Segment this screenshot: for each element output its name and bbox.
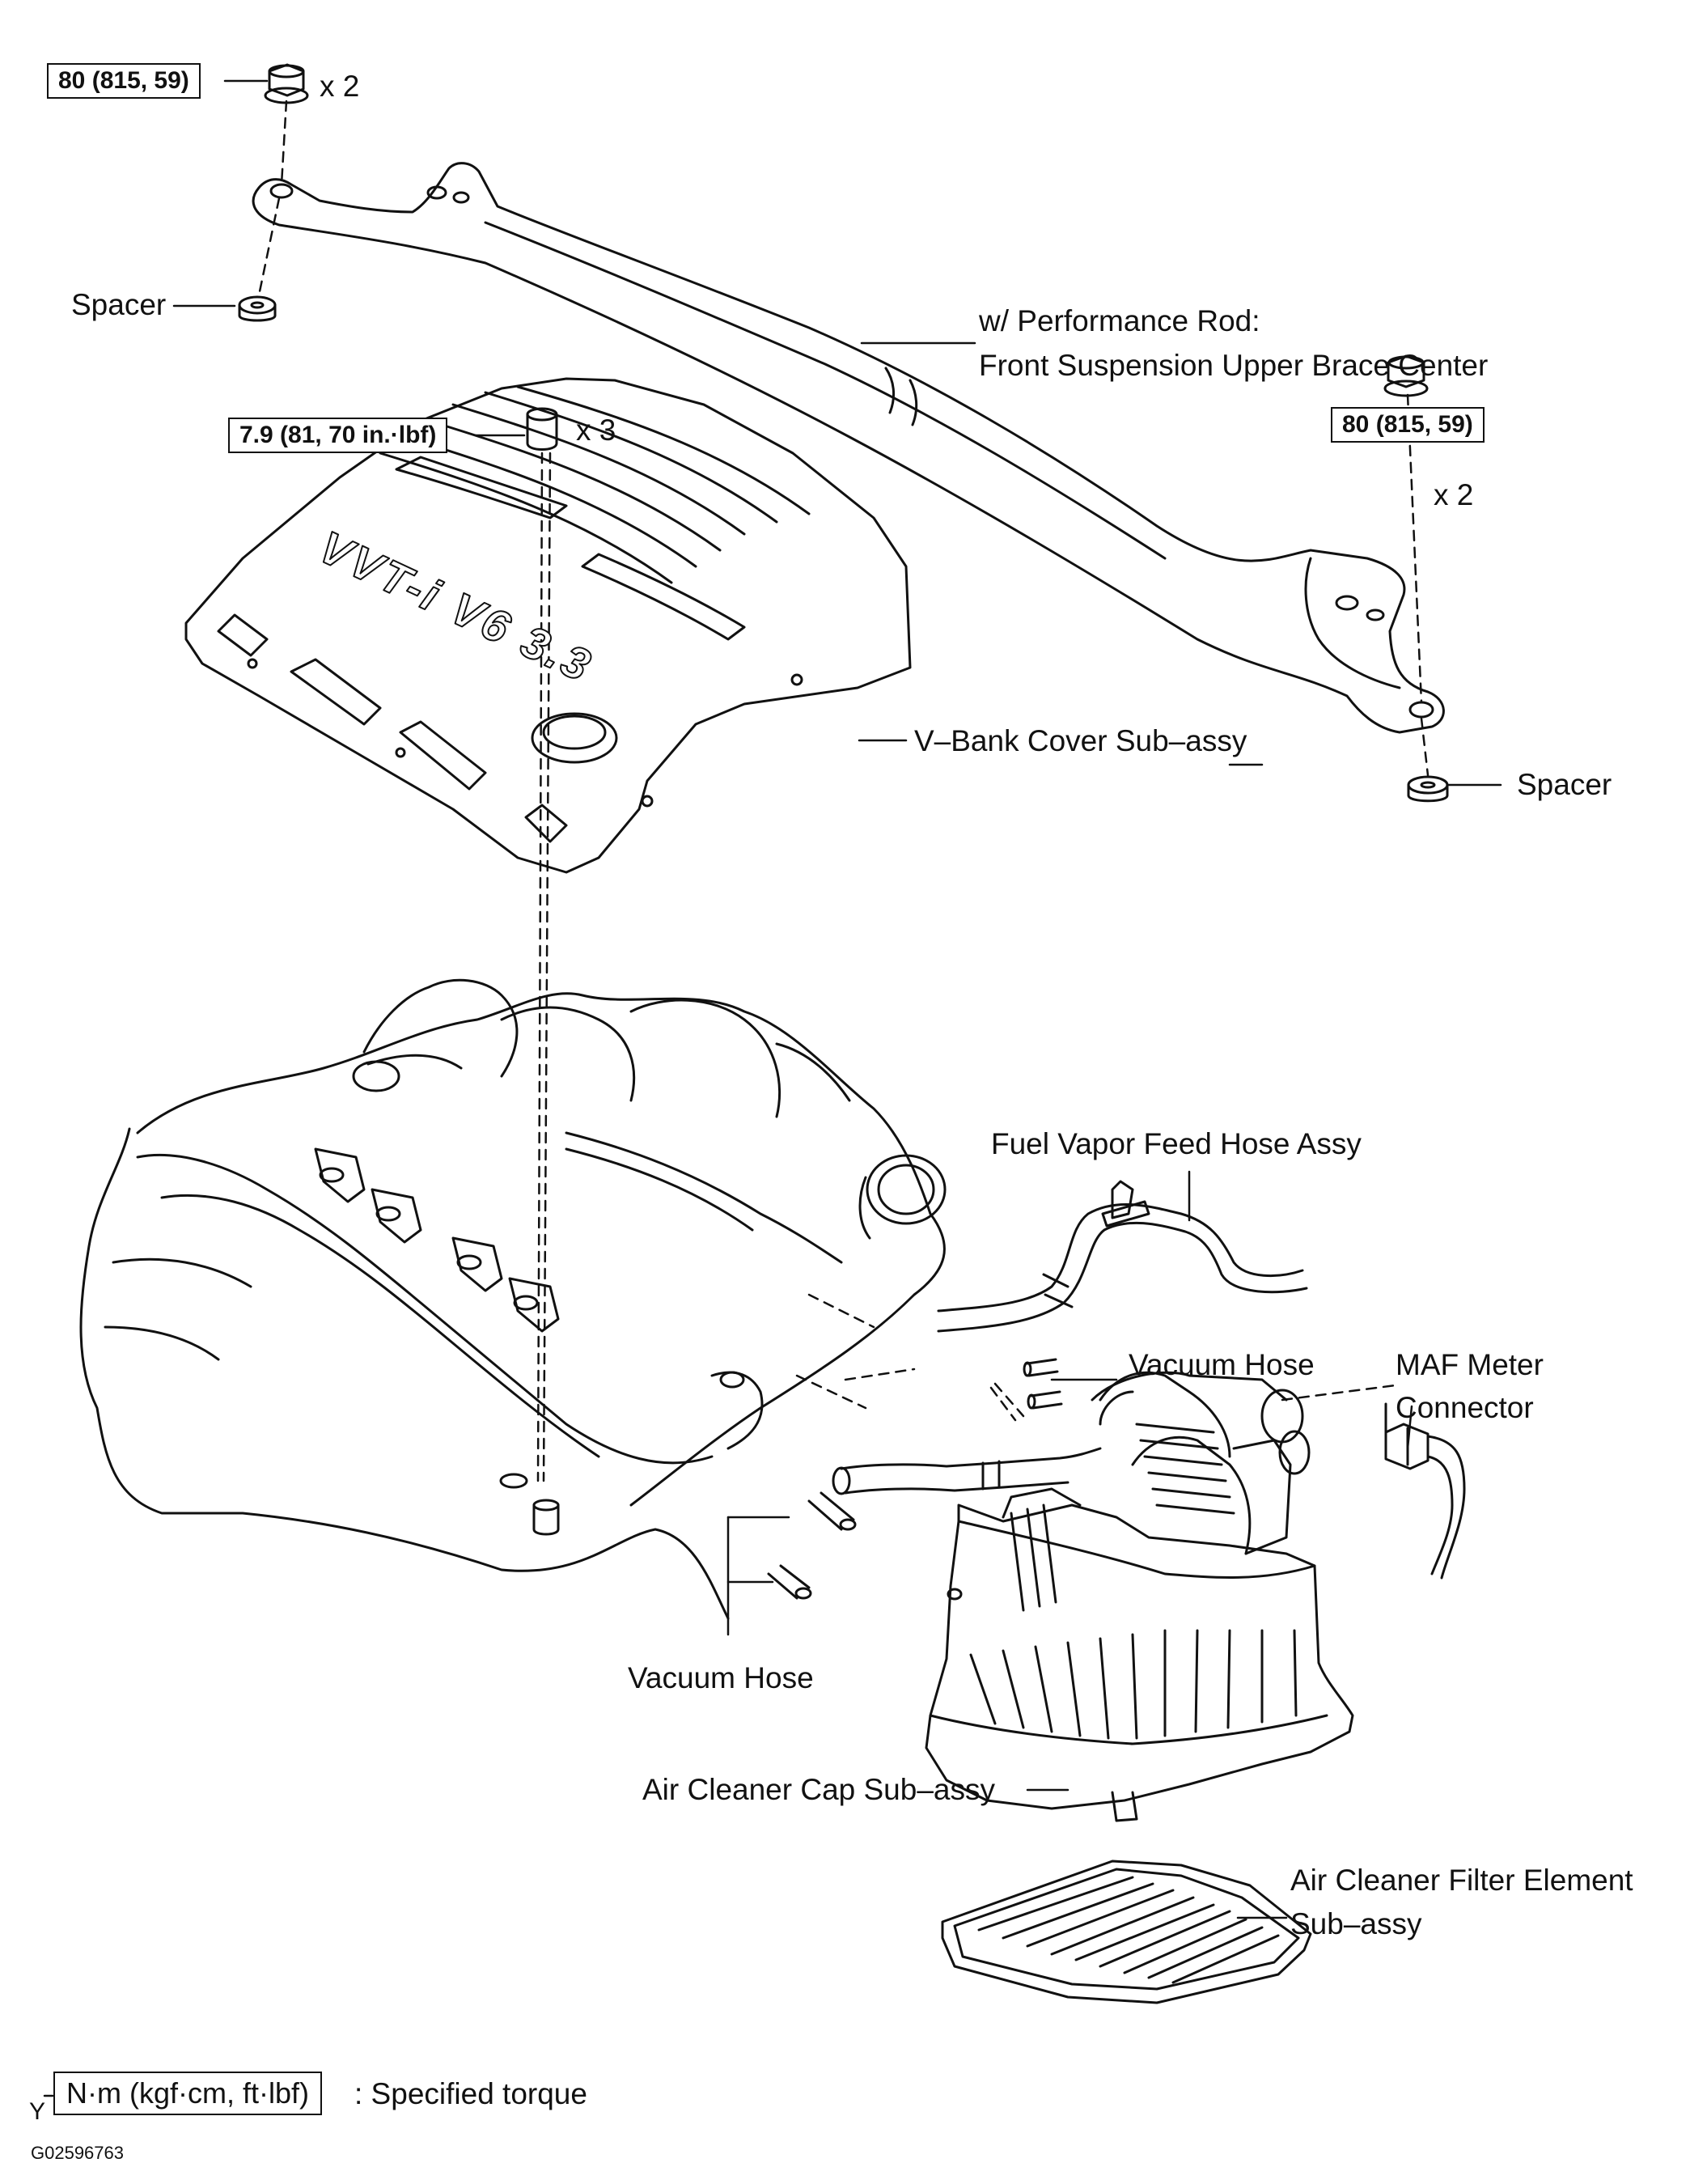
- label-vacuum-hose-upper: Vacuum Hose: [1129, 1348, 1315, 1381]
- spacer-left-icon: [238, 295, 277, 322]
- torque-box-brace-left: 80 (815, 59): [47, 63, 201, 99]
- vacuum-hose-upper-stubs: [1023, 1358, 1063, 1410]
- alignment-lines: [257, 100, 1430, 1482]
- label-filter-line2: Sub–assy: [1290, 1907, 1422, 1940]
- maf-connector-icon: [1384, 1402, 1466, 1580]
- label-brace-line1: w/ Performance Rod:: [979, 304, 1260, 337]
- label-spacer-right: Spacer: [1517, 768, 1612, 801]
- quantity-cover: x 3: [576, 413, 616, 447]
- v-bank-cover: [184, 377, 912, 874]
- label-maf-line2: Connector: [1396, 1391, 1534, 1424]
- label-fuel-vapor-hose: Fuel Vapor Feed Hose Assy: [991, 1127, 1362, 1160]
- label-filter-line1: Air Cleaner Filter Element: [1290, 1864, 1633, 1897]
- legend-unit-box: N·m (kgf·cm, ft·lbf): [53, 2072, 322, 2115]
- torque-box-cover: 7.9 (81, 70 in.·lbf): [228, 418, 448, 453]
- figure-code: G02596763: [31, 2143, 124, 2163]
- quantity-brace-left: x 2: [320, 70, 360, 103]
- legend-marker: Y: [29, 2098, 46, 2125]
- fuel-vapor-hose: [937, 1180, 1308, 1333]
- label-vacuum-hose-lower: Vacuum Hose: [628, 1661, 814, 1694]
- vacuum-hose-lower-stubs: [767, 1491, 857, 1600]
- label-spacer-left: Spacer: [71, 288, 167, 321]
- quantity-brace-right: x 2: [1434, 478, 1474, 511]
- brace-nut-right-icon: [1383, 354, 1429, 397]
- engine-assembly: [79, 978, 947, 1620]
- air-cleaner-cap: [925, 1487, 1354, 1822]
- air-filter-element: [941, 1860, 1312, 2004]
- label-air-cleaner-cap: Air Cleaner Cap Sub–assy: [642, 1773, 995, 1806]
- legend-text: : Specified torque: [354, 2077, 587, 2110]
- spacer-right-icon: [1407, 775, 1449, 803]
- torque-box-brace-right: 80 (815, 59): [1331, 407, 1485, 443]
- cover-emblem-text: VVT-i V6 3.3: [311, 521, 601, 693]
- label-v-bank-cover: V–Bank Cover Sub–assy: [914, 724, 1247, 757]
- intake-hose: [832, 1371, 1311, 1555]
- label-brace-line2: Front Suspension Upper Brace Center: [979, 349, 1489, 382]
- brace-nut-left-icon: [264, 63, 309, 104]
- leader-lines: [43, 79, 1502, 2097]
- label-maf-line1: MAF Meter: [1396, 1348, 1544, 1381]
